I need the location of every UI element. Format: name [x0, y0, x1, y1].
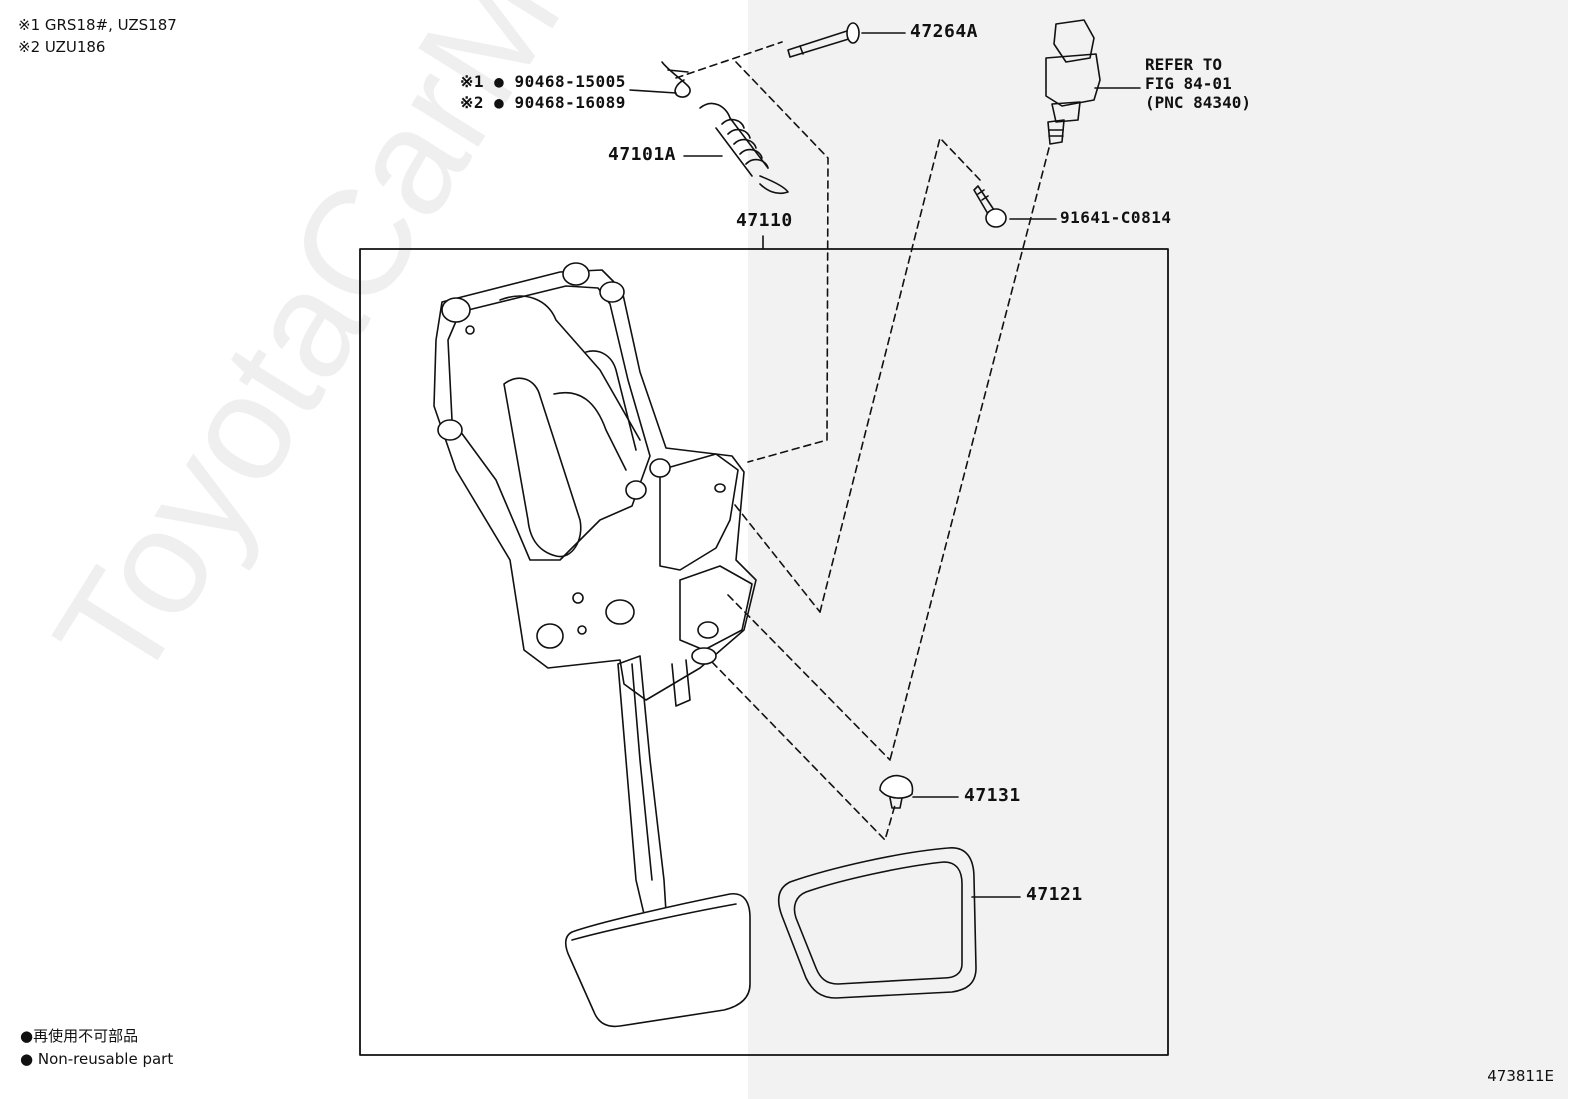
part-label-91641-c0814[interactable]: 91641-C0814 [1060, 208, 1172, 227]
assembly-dashed-lines [675, 41, 1050, 841]
refer-note[interactable]: REFER TO FIG 84-01 (PNC 84340) [1145, 55, 1251, 112]
refer-line-3: (PNC 84340) [1145, 93, 1251, 112]
shaded-background-panel [748, 0, 1568, 1099]
refer-line-1: REFER TO [1145, 55, 1223, 74]
figure-code: 473811E [1487, 1067, 1554, 1085]
pin-47264a [787, 22, 860, 58]
assembly-frame [359, 248, 1169, 1056]
stopper-47131 [879, 774, 914, 809]
stop-lamp-switch [1045, 19, 1101, 145]
part-label-47131[interactable]: 47131 [964, 785, 1021, 806]
part-label-90468-15005[interactable]: ※1 ● 90468-15005 [460, 72, 626, 91]
legend-non-reusable-en: ● Non-reusable part [20, 1050, 174, 1068]
part-label-47110[interactable]: 47110 [736, 210, 793, 231]
clip-90468 [661, 61, 691, 98]
part-label-47101a[interactable]: 47101A [608, 144, 677, 165]
model-note-1: ※1 GRS18#, UZS187 [18, 16, 177, 34]
model-note-2: ※2 UZU186 [18, 38, 106, 56]
part-label-90468-16089[interactable]: ※2 ● 90468-16089 [460, 93, 626, 112]
pedal-pad-cover-47121 [777, 847, 977, 999]
legend-non-reusable-jp: ●再使用不可部品 [20, 1027, 139, 1045]
part-label-47264a[interactable]: 47264A [910, 21, 979, 42]
part-label-47121[interactable]: 47121 [1026, 884, 1083, 905]
pedal-pad-metal [564, 893, 751, 1028]
pedal-bracket [433, 262, 757, 701]
refer-line-2: FIG 84-01 [1145, 74, 1232, 93]
bolt-91641 [973, 185, 1007, 228]
spring-47101a [699, 102, 789, 195]
